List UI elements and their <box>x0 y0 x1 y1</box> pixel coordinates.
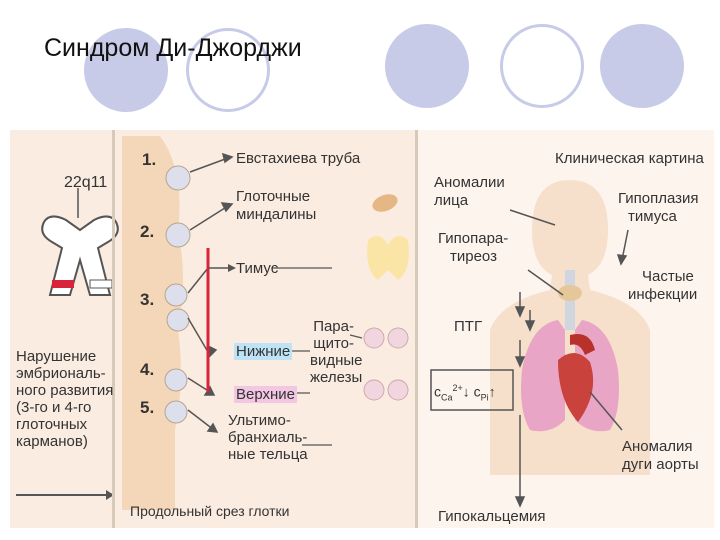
ca-symbol: c <box>434 383 441 400</box>
description-line: (3-го и 4-го <box>16 399 92 416</box>
ca-sub: Ca <box>441 392 453 403</box>
figure-graphics <box>16 130 714 528</box>
p-sub: Pi <box>480 392 489 403</box>
label-ca-pi-box: cCa2+↓ cPi↑ <box>434 380 496 406</box>
p-arrow: ↑ <box>488 383 496 400</box>
decor-circle-2 <box>385 24 469 108</box>
label-ultimobranchial: Ультимо- бранхиаль- ные тельца <box>228 412 308 463</box>
label-hypopara-2: тиреоз <box>450 248 497 265</box>
parathyroid-line: железы <box>310 369 363 386</box>
label-infections-1: Частые <box>642 268 694 285</box>
description-line: Нарушение <box>16 348 97 365</box>
ultimo-line: ные тельца <box>228 446 308 463</box>
pouch-number-1: 1. <box>142 150 157 169</box>
label-upper-text: Верхние <box>234 386 298 403</box>
pouch-number-3: 3. <box>140 290 155 309</box>
pouch-number-5: 5. <box>140 398 155 417</box>
label-upper-parathyroid: Верхние <box>234 386 298 403</box>
label-aorta-1: Аномалия <box>622 438 693 455</box>
description-line: карманов) <box>16 433 88 450</box>
slide-title: Синдром Ди-Джорджи <box>44 34 302 62</box>
label-thymus: Тимус <box>236 260 279 277</box>
caption-longitudinal-section: Продольный срез глотки <box>130 503 290 519</box>
label-face-anomalies-1: Аномалии <box>434 174 505 191</box>
ca-sup: 2+ <box>452 383 463 393</box>
parathyroid-line: видные <box>310 352 363 369</box>
embryo-description: Нарушение эмбриональ- ного развития (3-г… <box>16 348 113 450</box>
label-lower-parathyroid: Нижние <box>234 343 293 360</box>
label-thymus-hypo-2: тимуса <box>628 208 677 225</box>
pouch-number-2: 2. <box>140 222 155 241</box>
parathyroid-line: щито- <box>313 335 354 352</box>
decor-circle-1 <box>84 28 168 112</box>
decor-circle-3 <box>600 24 684 108</box>
label-infections-2: инфекции <box>628 286 698 303</box>
pharyngeal-pouches <box>164 165 191 424</box>
chromosome-icon <box>41 188 119 296</box>
label-pth: ПТГ <box>454 318 483 335</box>
p-symbol: c <box>473 383 481 400</box>
label-parathyroid: Пара- щито- видные железы <box>310 318 363 386</box>
label-eustachian-tube: Евстахиева труба <box>236 150 361 167</box>
chromosome-label: 22q11 <box>64 174 108 191</box>
ca-arrow: ↓ <box>462 383 470 400</box>
panel-divider-left <box>112 130 115 528</box>
parathyroid-line: Пара- <box>313 318 354 335</box>
label-hypopara-1: Гипопара- <box>438 230 509 247</box>
label-tonsils-line2: миндалины <box>236 206 317 223</box>
decor-ring-2 <box>500 24 584 108</box>
description-line: ного развития <box>16 382 114 399</box>
label-face-anomalies-2: лица <box>434 192 469 209</box>
label-thymus-hypo-1: Гипоплазия <box>618 190 699 207</box>
label-lower-text: Нижние <box>234 343 293 360</box>
label-aorta-2: дуги аорты <box>622 456 699 473</box>
pouch-number-4: 4. <box>140 360 155 379</box>
panel-divider-right <box>415 130 418 528</box>
description-line: эмбриональ- <box>16 365 106 382</box>
label-hypocalcemia: Гипокальцемия <box>438 508 546 525</box>
digeorge-figure: 22q11 Нарушение эмбриональ- ного развити… <box>10 130 714 528</box>
decor-ring-1 <box>186 28 270 112</box>
ultimo-line: бранхиаль- <box>228 429 308 446</box>
ultimo-line: Ультимо- <box>228 412 291 429</box>
clinical-picture-title: Клиническая картина <box>555 150 704 167</box>
description-line: глоточных <box>16 416 88 433</box>
label-tonsils-line1: Глоточные <box>236 188 311 205</box>
